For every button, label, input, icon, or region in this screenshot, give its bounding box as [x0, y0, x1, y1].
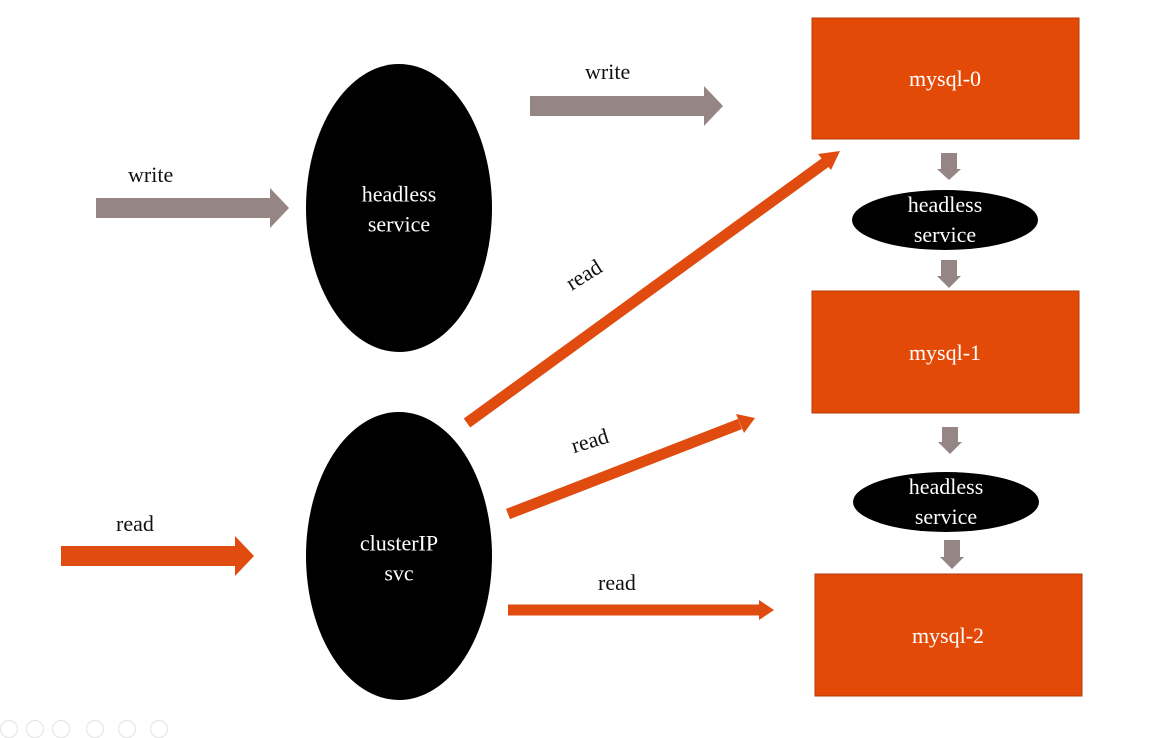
mysql-1-pod [811, 290, 1080, 414]
slide-nav-dot[interactable] [52, 720, 70, 738]
clusterip-svc-node [306, 412, 492, 700]
read-to-mysql2-label: read [598, 570, 636, 595]
slide-nav-dot[interactable] [150, 720, 168, 738]
read-to-mysql0-arrow [463, 151, 840, 428]
slide-nav-dot[interactable] [0, 720, 18, 738]
chain-down-arrow-4 [940, 540, 964, 569]
headless-service-line2: service [367, 212, 431, 237]
chain-headless-service-2-line2: service [914, 504, 978, 529]
incoming-read-arrow [61, 536, 254, 576]
write-to-mysql0-label: write [585, 59, 631, 84]
read-to-mysql1-arrow [506, 414, 755, 520]
clusterip-svc-line2: svc [384, 561, 414, 586]
incoming-write-arrow [96, 188, 289, 228]
slide-nav-dot[interactable] [26, 720, 44, 738]
headless-service-line1: headless [361, 181, 437, 207]
chain-headless-service-1 [852, 190, 1038, 250]
chain-headless-service-1-line1: headless [907, 192, 983, 218]
chain-headless-service-2-line1: headless [908, 474, 984, 500]
incoming-write-label: write [128, 162, 174, 187]
slide-nav-dot[interactable] [118, 720, 136, 738]
mysql-0-pod [811, 17, 1080, 140]
chain-down-arrow-3 [938, 427, 962, 454]
headless-service-text: headless service [362, 180, 437, 241]
read-to-mysql2-arrow [508, 600, 774, 620]
chain-down-arrow-1 [937, 153, 961, 180]
chain-headless-service-1-line2: service [913, 222, 977, 247]
mysql-2-pod [814, 573, 1083, 697]
mysql-2-label: mysql-2 [911, 623, 985, 648]
clusterip-svc-line1: clusterIP [359, 530, 439, 556]
write-to-mysql0-arrow [530, 86, 723, 126]
chain-headless-service-2-text: headless service [909, 472, 984, 532]
slide-nav-dot[interactable] [86, 720, 104, 738]
clusterip-svc-text: clusterIP svc [360, 529, 438, 590]
chain-headless-service-2 [853, 472, 1039, 532]
chain-headless-service-1-text: headless service [908, 190, 983, 250]
mysql-0-label: mysql-0 [908, 66, 982, 91]
chain-down-arrow-2 [937, 260, 961, 288]
headless-service-node [306, 64, 492, 352]
incoming-read-label: read [116, 511, 154, 536]
mysql-1-label: mysql-1 [908, 340, 982, 365]
